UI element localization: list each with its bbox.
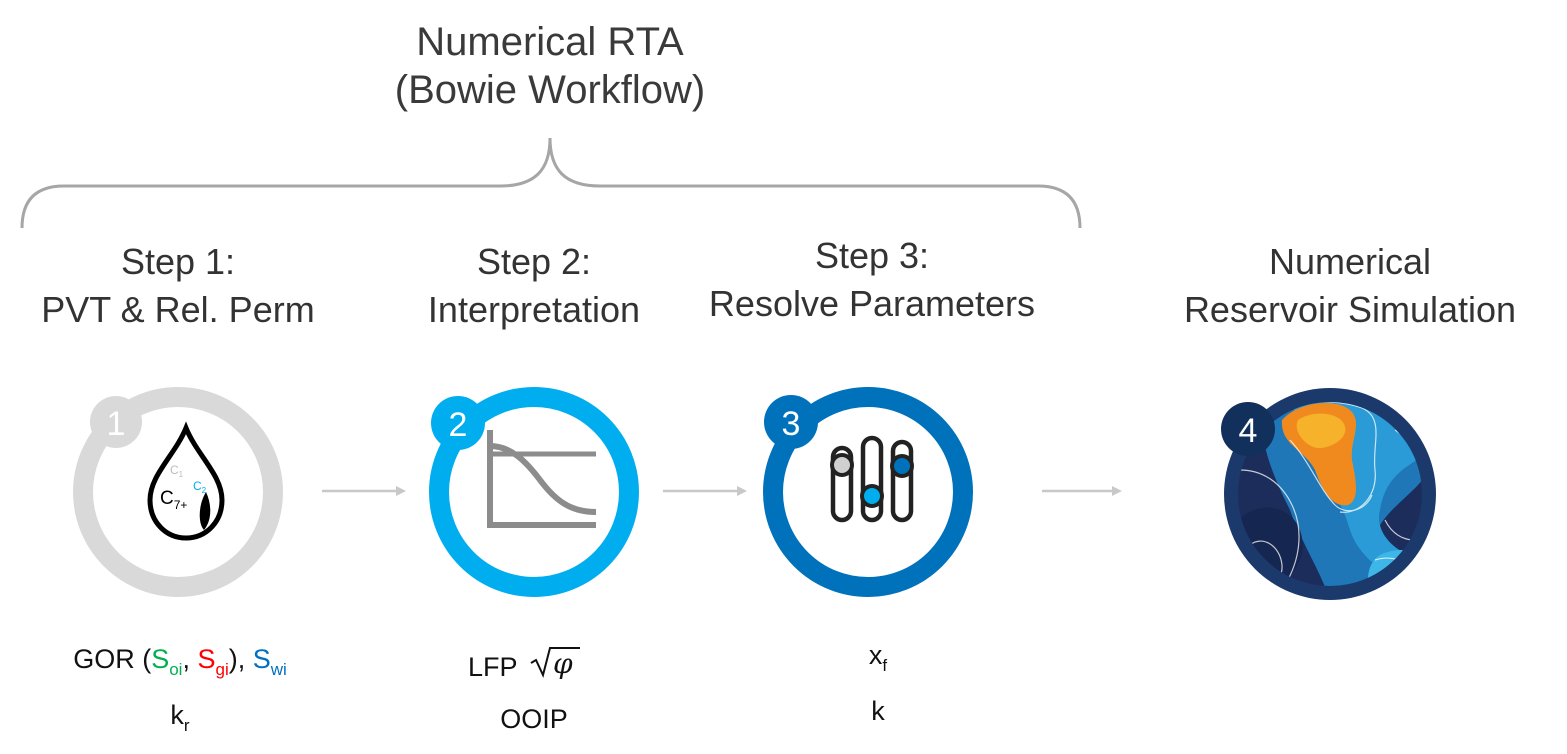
step-1-ring: 1 [73, 387, 283, 597]
workflow-title: Numerical RTA (Bowie Workflow) [300, 18, 800, 114]
workflow-title-line2: (Bowie Workflow) [394, 68, 706, 112]
step-1-badge [90, 396, 142, 448]
bracket-brace [20, 137, 1082, 229]
step-3-badge [764, 395, 818, 449]
oil-drop-icon: C1 C2 C7+ [147, 421, 225, 541]
step-2-output-ooip: OOIP [500, 704, 568, 734]
step-4-title: Numerical Reservoir Simulation [1183, 241, 1517, 330]
step-4-badge [1221, 402, 1275, 456]
decline-curve-icon [487, 430, 597, 528]
step-3-title: Step 3: Resolve Parameters [708, 235, 1036, 324]
arrow-2-to-3 [663, 486, 747, 496]
step-2-title: Step 2: Interpretation [427, 241, 641, 330]
sqrt-phi-symbol: φ [530, 647, 580, 680]
step-1-title: Step 1: PVT & Rel. Perm [41, 241, 315, 330]
sliders-icon [830, 435, 914, 523]
arrow-3-to-4 [1042, 486, 1122, 496]
svg-text:φ: φ [553, 647, 573, 680]
step-2-number: 2 [449, 406, 468, 444]
step-1-number: 1 [107, 405, 126, 443]
arrow-1-to-2 [322, 486, 406, 496]
step-1-output-saturations: GOR (Soi, Sgi), Swi [73, 644, 287, 679]
step-2-ring: 2 [429, 387, 639, 597]
step-4-number: 4 [1239, 412, 1258, 450]
step-1-output-kr: kr [170, 700, 190, 735]
step-3-output-k: k [871, 696, 885, 726]
svg-text:C7+: C7+ [160, 488, 187, 512]
step-3-output-xf: xf [868, 640, 888, 675]
workflow-title-line1: Numerical RTA [416, 20, 684, 64]
svg-text:C1: C1 [170, 463, 184, 479]
step-2-badge [431, 396, 485, 450]
reservoir-map-icon: 4 [1221, 388, 1436, 600]
svg-text:C2: C2 [193, 479, 207, 495]
step-3-number: 3 [782, 405, 801, 443]
step-3-ring: 3 [763, 387, 973, 597]
step-2-output-lfp: LFP [468, 652, 518, 682]
